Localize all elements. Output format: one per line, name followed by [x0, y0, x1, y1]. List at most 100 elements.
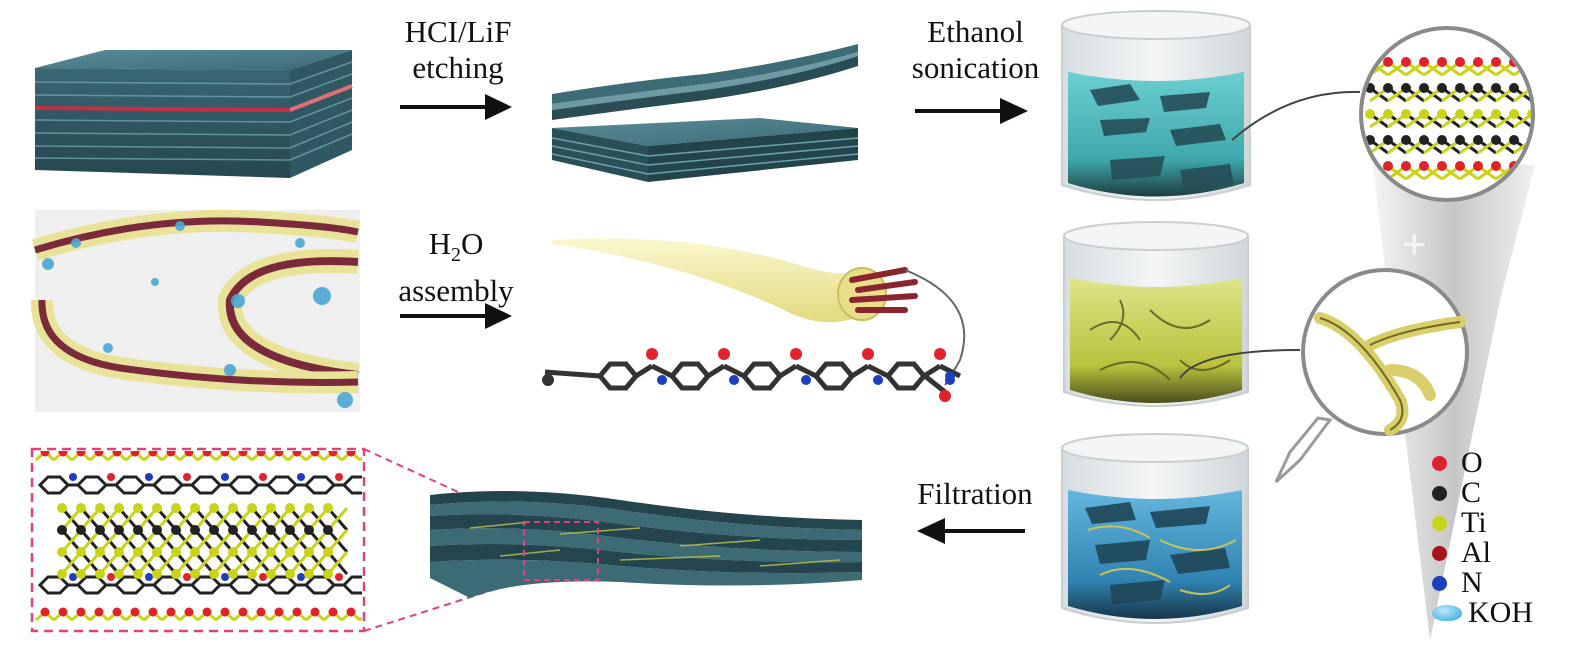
atom-n — [145, 473, 153, 481]
atom-o — [130, 607, 140, 617]
legend-item-c: C — [1432, 476, 1481, 509]
atom-o — [130, 451, 140, 457]
bond — [1532, 88, 1550, 101]
atom-n — [221, 573, 229, 581]
atom-c — [1509, 83, 1519, 93]
legend-item-ti: Ti — [1432, 506, 1487, 539]
atom-c — [1437, 83, 1447, 93]
atom-o — [107, 573, 115, 581]
atom-c — [57, 525, 67, 535]
legend-marker-al — [1432, 545, 1447, 561]
atom-c — [247, 525, 257, 535]
bond — [369, 452, 378, 460]
atom-ti — [1383, 109, 1393, 119]
atom-o — [310, 451, 320, 457]
atom-ti — [304, 547, 314, 557]
atom-o — [112, 607, 122, 617]
atom-c — [171, 525, 181, 535]
atom-o — [166, 607, 176, 617]
legend-marker-koh — [1432, 605, 1462, 621]
atom-o — [346, 451, 356, 457]
atom-n — [145, 573, 153, 581]
atom-ti — [190, 503, 200, 513]
atom-c — [1509, 135, 1519, 145]
aramid-nanofiber-render — [31, 209, 361, 412]
atom-c — [190, 525, 200, 535]
legend-marker-n — [1432, 575, 1447, 591]
atom-c — [323, 525, 333, 535]
legend-label-n: N — [1461, 566, 1483, 599]
atom-ti — [57, 569, 67, 579]
max-phase-block — [34, 50, 353, 178]
mxene-multilayer — [551, 44, 859, 182]
atom-ti — [266, 569, 276, 579]
etching-line1: HCI/LiF — [404, 14, 512, 49]
atom-o — [939, 390, 951, 402]
atom-o — [202, 607, 212, 617]
assembly-o: O — [461, 226, 484, 261]
filtration-arrow — [917, 518, 1025, 544]
atom-o — [58, 607, 68, 617]
atom-ti — [247, 547, 257, 557]
atom-c — [95, 525, 105, 535]
bond — [544, 369, 601, 379]
atom-ti — [323, 503, 333, 513]
atom-n — [945, 371, 955, 381]
atom-o — [862, 348, 874, 360]
atom-o — [335, 573, 343, 581]
atom-o — [1473, 161, 1483, 171]
bond — [1532, 88, 1550, 101]
atom-o — [292, 607, 302, 617]
atom-ti — [1401, 109, 1411, 119]
atom-o — [112, 451, 122, 457]
atom-c — [285, 525, 295, 535]
atom-ti — [133, 547, 143, 557]
atom-ti — [1419, 109, 1429, 119]
atom-c — [1491, 83, 1501, 93]
sonication-step-label: Ethanol sonication — [893, 14, 1058, 86]
atom-o — [184, 607, 194, 617]
atom-n — [297, 573, 305, 581]
atom-ti — [285, 547, 295, 557]
atom-o — [259, 473, 267, 481]
benzene-ring — [341, 475, 362, 495]
assembly-h: H — [428, 226, 451, 261]
bond — [1532, 166, 1550, 179]
atom-c — [1473, 83, 1483, 93]
atom-o — [183, 573, 191, 581]
atom-o — [256, 607, 266, 617]
atom-c — [1419, 83, 1429, 93]
atom-o — [646, 348, 658, 360]
atom-c — [209, 525, 219, 535]
bond — [706, 363, 726, 379]
atom-o — [94, 607, 104, 617]
atom-ti — [247, 503, 257, 513]
atom-c — [133, 525, 143, 535]
atom-o — [1473, 57, 1483, 67]
atom-ti — [209, 569, 219, 579]
atom-ti — [285, 569, 295, 579]
atom-o — [76, 607, 86, 617]
assembly-line1: H2O — [383, 226, 529, 273]
atom-ti — [1509, 109, 1519, 119]
atom-ti — [76, 547, 86, 557]
atom-n — [873, 375, 883, 385]
bond — [359, 456, 362, 462]
atom-c — [1437, 135, 1447, 145]
atom-ti — [1437, 109, 1447, 119]
atom-n — [729, 375, 739, 385]
bond — [778, 363, 798, 379]
atom-ti — [152, 547, 162, 557]
atom-c — [152, 525, 162, 535]
atom-ti — [114, 547, 124, 557]
atom-c — [1383, 135, 1393, 145]
beaker-anf-dispersion — [1063, 221, 1249, 407]
atom-ti — [304, 503, 314, 513]
bond — [850, 363, 870, 379]
atom-o — [1527, 57, 1531, 67]
atom-ti — [133, 503, 143, 513]
atom-o — [1401, 161, 1411, 171]
atom-o — [148, 451, 158, 457]
atom-o — [790, 348, 802, 360]
assembly-arrow — [400, 303, 512, 329]
